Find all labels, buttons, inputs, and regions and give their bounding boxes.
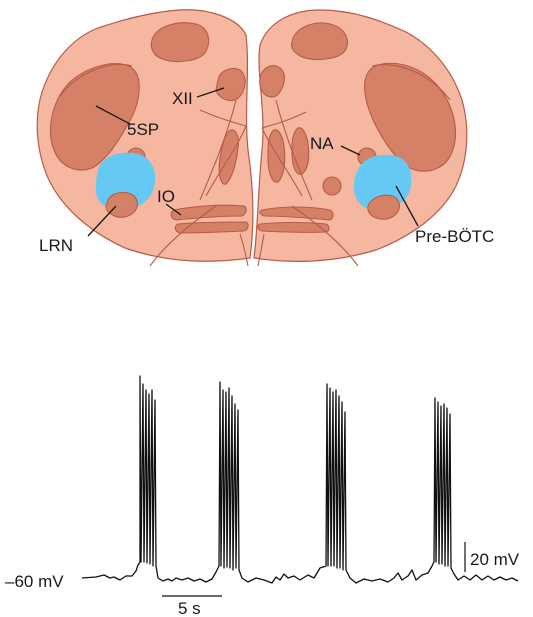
left-lrn-nucleus <box>106 193 137 218</box>
xii-label: XII <box>172 89 193 108</box>
time-scale-label: 5 s <box>178 599 201 617</box>
5sp-label: 5SP <box>127 120 159 139</box>
right-io-stripe-2 <box>258 223 329 233</box>
right-small-nucleus <box>323 177 341 195</box>
lrn-label: LRN <box>39 236 73 255</box>
na-label: NA <box>310 134 334 153</box>
voltage-scale-label: 20 mV <box>470 550 520 569</box>
membrane-potential-trace <box>82 376 518 583</box>
brainstem-section <box>37 10 467 266</box>
right-side-stripe <box>292 128 309 175</box>
pre-botc-label: Pre-BÖTC <box>415 227 494 246</box>
io-label: IO <box>157 187 175 206</box>
baseline-label: –60 mV <box>5 572 64 591</box>
left-io-stripe-2 <box>175 222 248 233</box>
membrane-potential-recording: –60 mV 20 mV 5 s <box>5 376 520 617</box>
right-midline-stripe <box>268 130 285 183</box>
